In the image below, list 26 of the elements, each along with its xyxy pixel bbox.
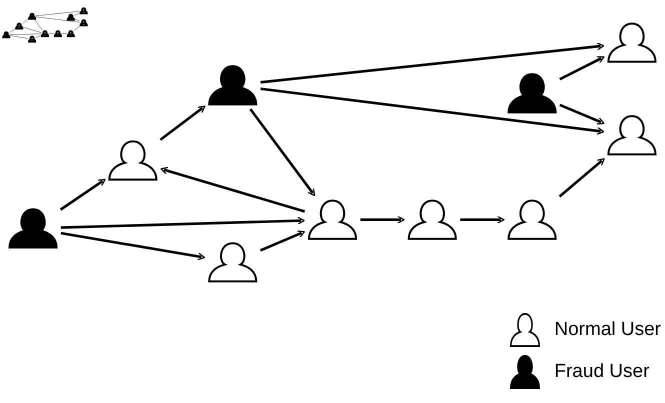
arrow	[60, 178, 106, 211]
arrow	[260, 230, 306, 252]
arrow	[260, 87, 604, 135]
legend-label: Normal User	[554, 319, 661, 341]
user-outline-icon	[607, 22, 656, 63]
arrow	[160, 106, 206, 141]
user-outline-icon	[308, 200, 358, 240]
legend-label: Fraud User	[554, 361, 650, 383]
arrow	[60, 232, 206, 260]
user-outline-icon	[208, 242, 258, 282]
arrow	[260, 42, 604, 84]
user-outline-icon	[408, 200, 457, 240]
arrow	[558, 158, 605, 198]
arrow	[559, 56, 605, 80]
arrow	[60, 216, 305, 229]
user-filled-icon	[508, 73, 557, 114]
user-outline-icon	[607, 115, 656, 156]
arrow	[460, 216, 505, 224]
user-outline-icon	[508, 200, 557, 240]
user-filled-icon	[8, 208, 58, 248]
arrow	[249, 108, 316, 196]
user-filled-icon	[208, 65, 258, 106]
arrow	[360, 216, 405, 224]
arrow	[559, 104, 605, 125]
user-outline-icon	[108, 140, 158, 181]
arrow	[160, 166, 306, 213]
